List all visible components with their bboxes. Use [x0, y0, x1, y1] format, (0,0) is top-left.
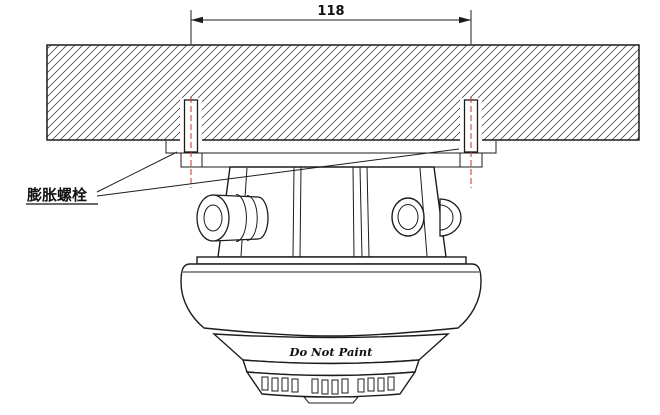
grille-slot	[281, 377, 289, 392]
grille-slot	[311, 378, 319, 394]
dome-outline	[180, 263, 482, 337]
collar-step	[196, 256, 467, 265]
detector-head: Do Not Paint	[212, 333, 450, 377]
grille-slot	[387, 376, 395, 391]
gland-face-outer	[196, 194, 230, 242]
ceiling-section	[46, 44, 640, 141]
side-port-inner	[397, 204, 419, 230]
grille-slot	[271, 377, 279, 392]
flange-inner-step	[180, 153, 483, 168]
dimension-arrow-right	[459, 16, 471, 24]
device-body	[196, 166, 462, 258]
grille-slot	[261, 376, 269, 391]
detector-grille	[245, 371, 417, 404]
expansion-bolt-label: 膨胀螺栓	[27, 186, 87, 204]
cable-gland-right	[439, 198, 462, 237]
body-facet-line	[359, 166, 363, 258]
mounting-flange	[165, 141, 497, 168]
grille-slot	[377, 377, 385, 392]
grille-bottom-tab	[302, 396, 360, 404]
body-facet-line	[299, 166, 302, 258]
grille-slot	[331, 379, 339, 395]
do-not-paint-label: Do Not Paint	[289, 345, 374, 359]
dimension-value: 118	[317, 4, 344, 19]
gland-nut-flat	[246, 195, 258, 241]
cable-gland-right-inner	[439, 204, 454, 231]
leader-line-right	[96, 148, 460, 197]
gland-nut-flat	[235, 194, 247, 242]
side-port-outer	[391, 197, 425, 237]
expansion-bolts	[183, 97, 479, 188]
gland-face-inner	[203, 204, 223, 232]
cable-gland-left	[196, 194, 269, 242]
grille-slot	[357, 378, 365, 393]
grille-slot	[341, 378, 349, 394]
ceiling-slab	[46, 44, 640, 142]
base-dome	[180, 263, 482, 337]
leader-line-left	[96, 151, 178, 193]
expansion-bolt-callout: 膨胀螺栓	[26, 148, 460, 205]
dimension: 118	[190, 4, 472, 44]
body-facet-line	[352, 166, 355, 258]
body-facet-line	[366, 166, 370, 258]
body-facet-line	[292, 166, 295, 258]
grille-slot	[291, 378, 299, 393]
grille-slot	[367, 377, 375, 392]
grille-slot	[321, 379, 329, 395]
flange-outer-plate	[165, 141, 497, 154]
dimension-arrow-left	[191, 16, 203, 24]
